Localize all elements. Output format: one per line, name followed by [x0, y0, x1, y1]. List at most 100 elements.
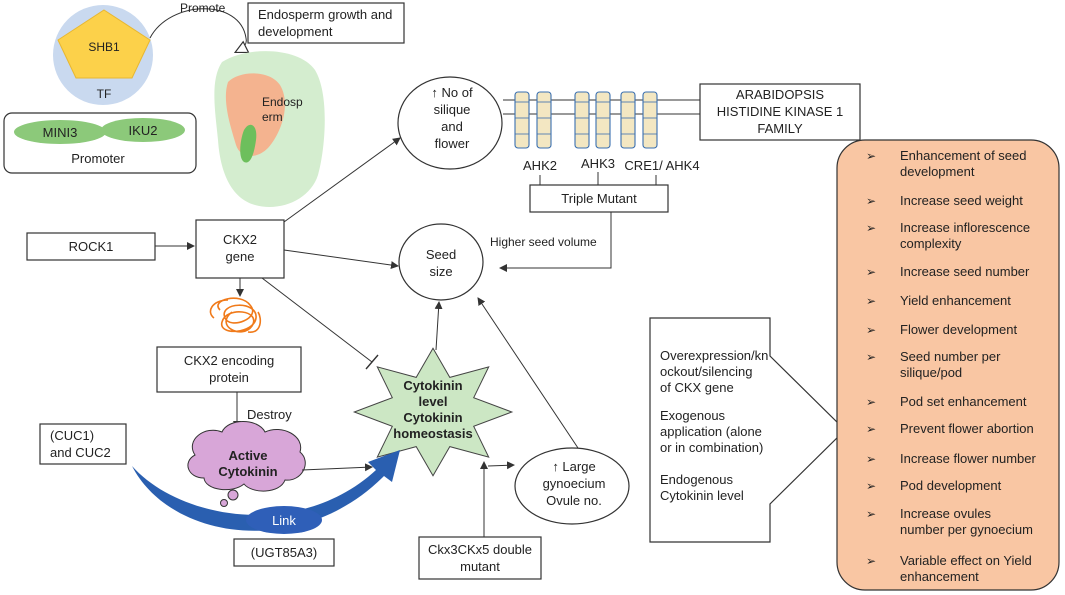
endosperm-growth-box — [247, 2, 405, 44]
ahk-family-box — [699, 83, 861, 141]
effect-bullet-icon: ➢ — [866, 452, 876, 466]
receptor-segment — [642, 91, 658, 149]
treatment-text-line: of CKX gene — [660, 380, 734, 395]
iku2-ellipse — [101, 118, 185, 142]
effect-item-text: Increase seed weight — [900, 193, 1023, 208]
ckx2-protein-box — [156, 346, 302, 393]
effect-bullet-icon: ➢ — [866, 350, 876, 364]
gynoecium-to-seed-arrow — [477, 297, 579, 449]
endosperm-seed-line2: erm — [262, 110, 283, 124]
inhibit-bar — [365, 354, 379, 370]
mini3-ellipse — [14, 120, 106, 144]
rock1-label: ROCK1 — [69, 239, 114, 254]
seed-size-line1: Seed — [426, 247, 456, 262]
effect-item-text: Prevent flower abortion — [900, 421, 1034, 436]
cuc-line1: (CUC1) — [50, 428, 94, 443]
effect-bullet-icon: ➢ — [866, 194, 876, 208]
triple-to-seed-arrow — [499, 212, 612, 272]
active-cytokinin-line2: Cytokinin — [218, 464, 277, 479]
link-oval — [246, 506, 322, 534]
effect-item-text: complexity — [900, 236, 962, 251]
effect-bullet-icon: ➢ — [866, 323, 876, 337]
gynoecium-line1: ↑ Large — [552, 459, 595, 474]
effect-bullet-icon: ➢ — [866, 149, 876, 163]
ahk-family-line1: ARABIDOPSIS — [736, 87, 824, 102]
receptor-segment — [514, 91, 530, 149]
treatment-arrow-box — [649, 317, 846, 543]
ckx2-gene-line2: gene — [226, 249, 255, 264]
seed-size-line2: size — [429, 264, 452, 279]
ahk-family-line2: HISTIDINE KINASE 1 — [717, 104, 843, 119]
cytokinin-line4: homeostasis — [393, 426, 472, 441]
cloud-to-star-arrow — [301, 463, 373, 472]
treatment-text-line: Cytokinin level — [660, 488, 744, 503]
gynoecium-line2: gynoecium — [543, 476, 606, 491]
ckx2-to-seed-arrow — [283, 249, 399, 269]
effect-item-text: Flower development — [900, 322, 1017, 337]
higher-seed-volume-label: Higher seed volume — [490, 235, 597, 249]
effect-item-text: Enhancement of seed — [900, 148, 1026, 163]
promote-arrow — [149, 8, 246, 52]
ahk3-label: AHK3 — [581, 156, 615, 171]
shb1-pentagon — [57, 9, 151, 79]
treatment-text-line: Exogenous — [660, 408, 726, 423]
effect-item-text: Yield enhancement — [900, 293, 1011, 308]
receptor-segment — [595, 91, 611, 149]
ckx2-inhibit-line — [261, 277, 373, 363]
link-label: Link — [272, 513, 296, 528]
active-cytokinin-line1: Active — [228, 448, 267, 463]
ahk2-label: AHK2 — [523, 158, 557, 173]
treatment-text-line: or in combination) — [660, 440, 763, 455]
silique-ellipse — [397, 76, 503, 170]
gynoecium-ellipse — [514, 447, 630, 525]
endosperm-region — [225, 73, 285, 156]
blue-swoosh-arrow — [132, 450, 400, 531]
effect-bullet-icon: ➢ — [866, 422, 876, 436]
effect-bullet-icon: ➢ — [866, 221, 876, 235]
effect-item-text: development — [900, 164, 975, 179]
effect-item-text: Pod set enhancement — [900, 394, 1027, 409]
silique-line3: and — [441, 119, 463, 134]
effect-bullet-icon: ➢ — [866, 507, 876, 521]
ckx-double-line1: Ckx3CKx5 double — [428, 542, 532, 557]
active-cytokinin-cloud — [187, 421, 306, 507]
ckx2-gene-line1: CKX2 — [223, 232, 257, 247]
gynoecium-line3: Ovule no. — [546, 493, 602, 508]
cuc-box — [39, 423, 127, 465]
effect-item-text: number per gynoecium — [900, 522, 1033, 537]
treatment-text-line: application (alone — [660, 424, 762, 439]
effect-item-text: Increase flower number — [900, 451, 1037, 466]
ugt-label: (UGT85A3) — [251, 545, 317, 560]
ckx2-protein-line1: CKX2 encoding — [184, 353, 274, 368]
iku2-label: IKU2 — [129, 123, 158, 138]
cytokinin-line2: level — [419, 394, 448, 409]
star-to-gynoecium-arrow — [487, 461, 515, 470]
triple-mutant-box — [529, 184, 669, 213]
treatment-text-line: Overexpression/kn — [660, 348, 768, 363]
effects-panel — [836, 139, 1060, 591]
effect-item-text: Increase ovules — [900, 506, 992, 521]
tf-label: TF — [97, 87, 112, 101]
endosperm-growth-line2: development — [258, 24, 333, 39]
effect-item-text: Seed number per — [900, 349, 1001, 364]
effect-item-text: Pod development — [900, 478, 1002, 493]
cuc-line2: and CUC2 — [50, 445, 111, 460]
seed-size-ellipse — [398, 223, 484, 301]
effect-bullet-icon: ➢ — [866, 554, 876, 568]
effect-item-text: Variable effect on Yield — [900, 553, 1032, 568]
rock1-box — [26, 232, 156, 261]
ahk-family-line3: FAMILY — [757, 121, 803, 136]
ckx2-gene-box — [195, 219, 285, 279]
promote-label: Promote — [180, 1, 226, 15]
receptor-segment — [574, 91, 590, 149]
silique-line1: ↑ No of — [431, 85, 473, 100]
cre1-label: CRE1/ AHK4 — [624, 158, 699, 173]
receptor-segment — [536, 91, 552, 149]
endosperm-growth-line1: Endosperm growth and — [258, 7, 392, 22]
effect-bullet-icon: ➢ — [866, 395, 876, 409]
endosperm-seed-line1: Endosp — [262, 95, 303, 109]
